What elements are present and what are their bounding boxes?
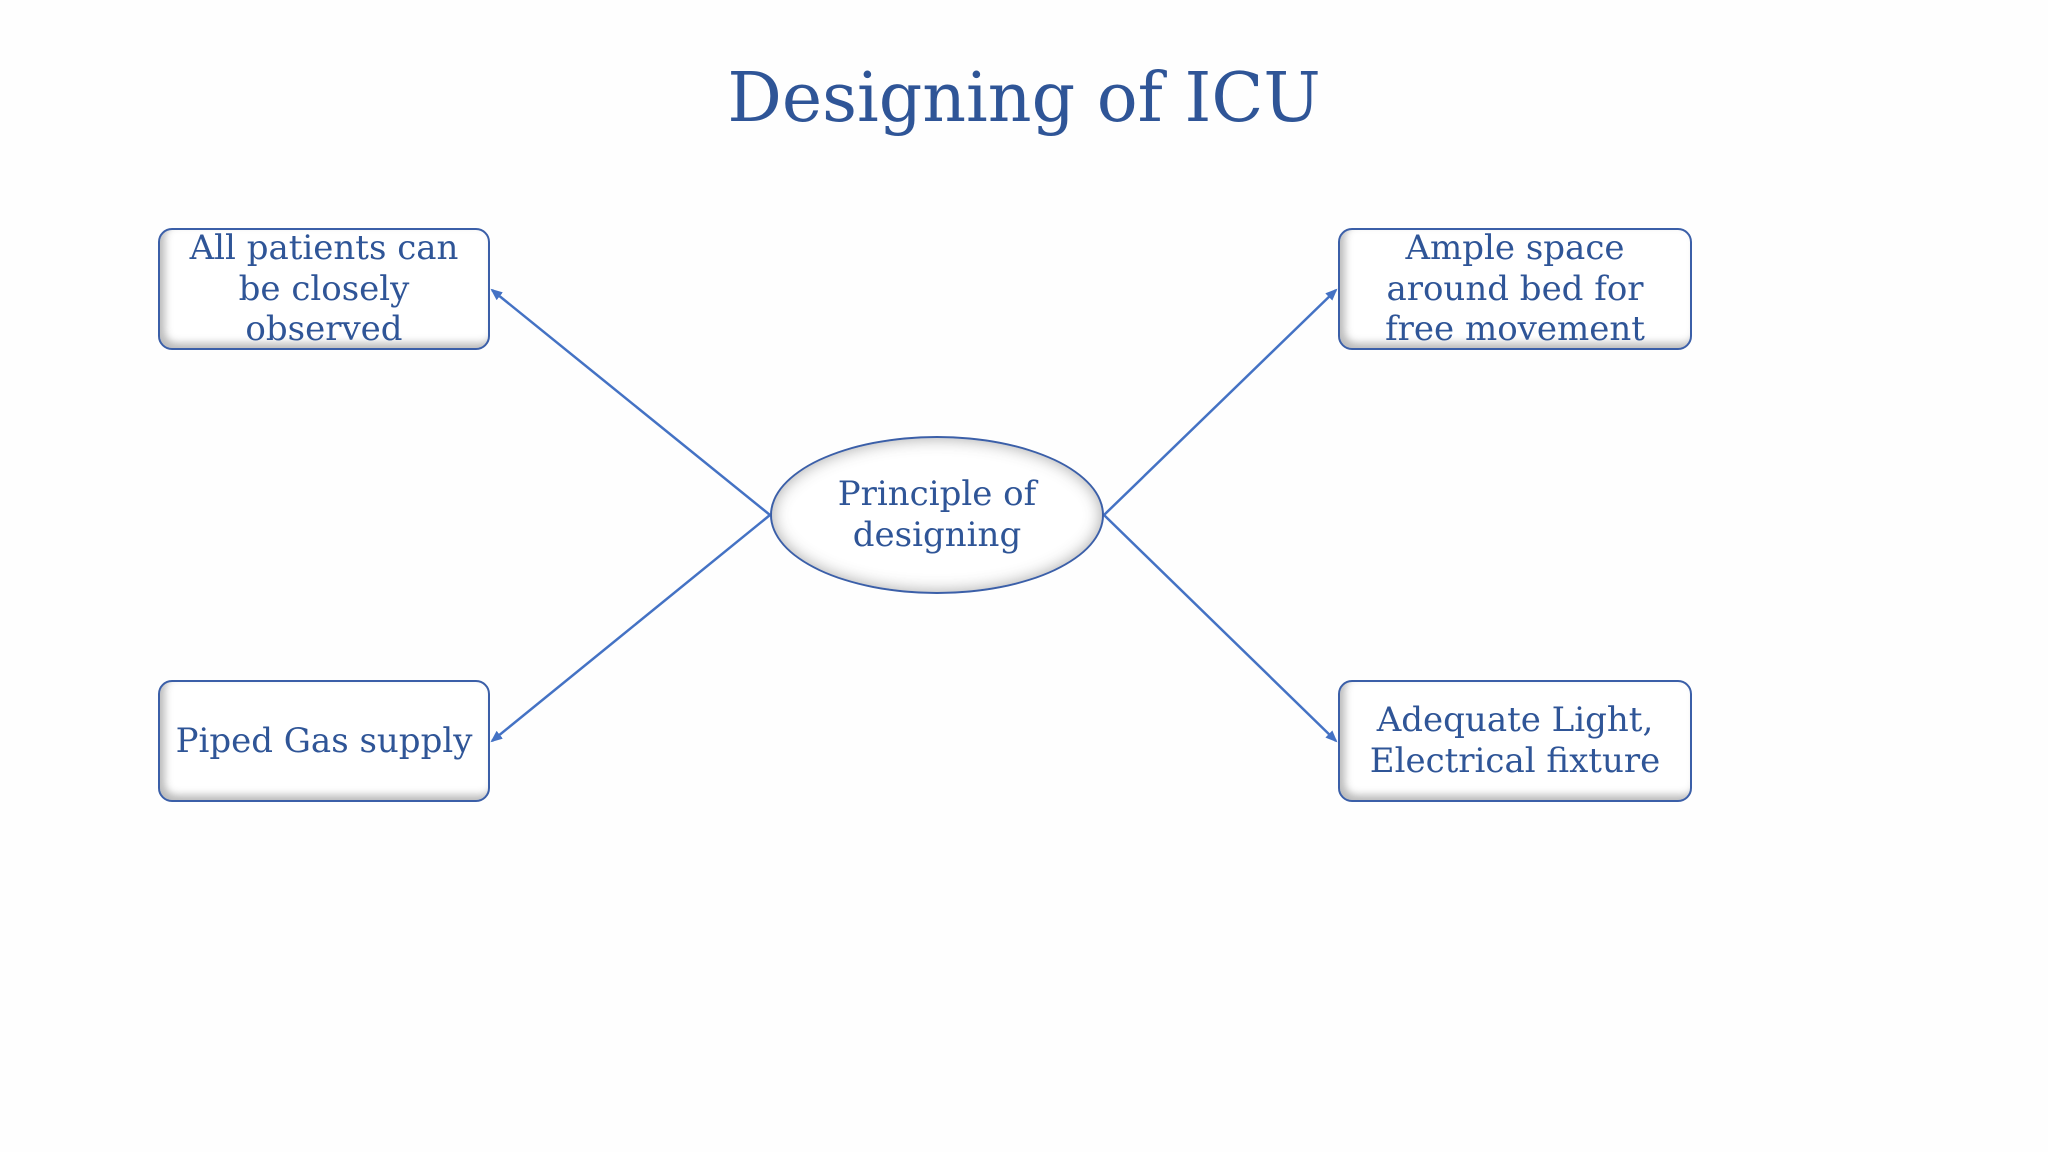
center-label: Principle of designing bbox=[837, 474, 1037, 555]
node-label: Piped Gas supply bbox=[175, 720, 473, 761]
node-label: Adequate Light, Electrical fixture bbox=[1369, 700, 1661, 781]
connector-to-bottom-right bbox=[1103, 514, 1338, 743]
node-close-observation: All patients can be closely observed bbox=[158, 228, 490, 350]
connector-to-top-right bbox=[1103, 288, 1338, 516]
center-node: Principle of designing bbox=[770, 436, 1104, 594]
node-piped-gas: Piped Gas supply bbox=[158, 680, 490, 802]
connector-to-top-left bbox=[490, 288, 771, 516]
node-light-electrical: Adequate Light, Electrical fixture bbox=[1338, 680, 1692, 802]
node-label: Ample space around bed for free movement bbox=[1385, 227, 1645, 350]
slide-title: Designing of ICU bbox=[727, 59, 1321, 138]
node-label: All patients can be closely observed bbox=[189, 227, 459, 350]
node-ample-space: Ample space around bed for free movement bbox=[1338, 228, 1692, 350]
connector-to-bottom-left bbox=[490, 514, 771, 743]
